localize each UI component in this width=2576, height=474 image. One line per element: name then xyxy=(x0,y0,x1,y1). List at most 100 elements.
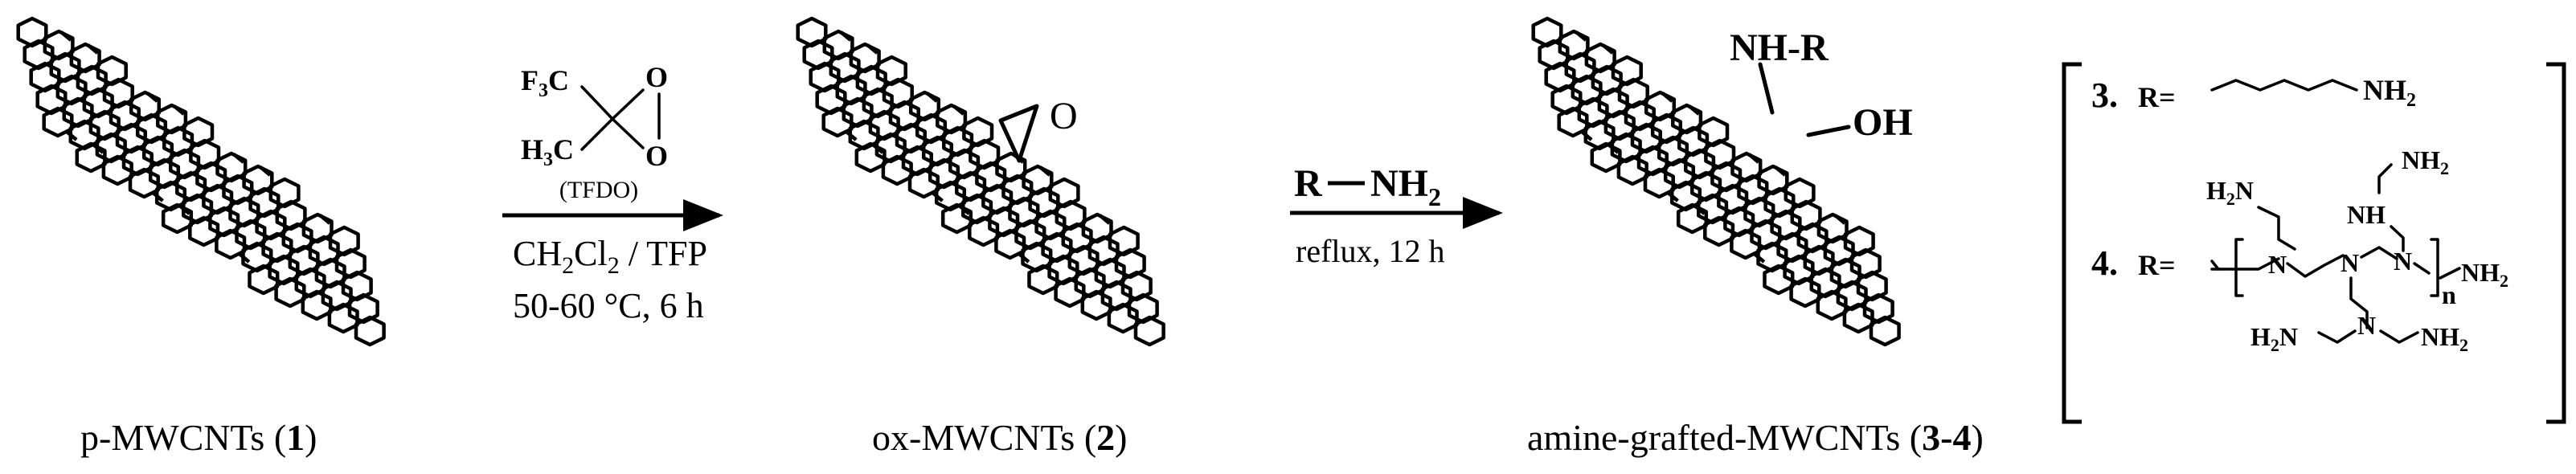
terminal-bond xyxy=(59,31,72,42)
terminal-bond xyxy=(926,92,939,103)
lattice-ring xyxy=(301,289,333,321)
caption-amine-mwcnts: amine-grafted-MWCNTs (3-4) xyxy=(1527,417,1984,458)
terminal-bond xyxy=(1018,252,1030,264)
tfdo-f-atom: F xyxy=(521,64,539,96)
svg-text:N: N xyxy=(2394,247,2412,276)
lattice-ring xyxy=(1789,276,1821,309)
terminal-bond xyxy=(238,252,251,264)
step1-solvent: CH2Cl2 / TFP xyxy=(513,234,707,279)
terminal-bond xyxy=(871,143,884,154)
svg-text:H2N: H2N xyxy=(2206,176,2254,209)
terminal-bond xyxy=(932,191,944,202)
lattice-ring xyxy=(1107,302,1139,334)
terminal-bond xyxy=(1580,130,1593,141)
tfdo-f-sub: 3 xyxy=(539,80,548,101)
terminal-bond xyxy=(86,43,99,55)
lattice-ring xyxy=(994,228,1026,260)
caption-ox-mwcnts: ox-MWCNTs (2) xyxy=(872,417,1127,458)
lattice-ring xyxy=(248,264,280,296)
lattice-ring xyxy=(881,154,913,186)
caption-p-mwcnts: p-MWCNTs (1) xyxy=(80,417,317,458)
terminal-bond xyxy=(1038,165,1051,177)
right-bracket xyxy=(2546,62,2566,424)
lattice-ring xyxy=(188,215,220,247)
terminal-bond xyxy=(1098,214,1111,225)
terminal-bond xyxy=(318,214,331,225)
lattice-ring xyxy=(1027,264,1059,296)
terminal-bond xyxy=(1747,153,1760,164)
svg-text:n: n xyxy=(2442,280,2456,309)
terminal-bond xyxy=(92,143,104,154)
lattice-ring xyxy=(128,167,160,199)
svg-text:NH2: NH2 xyxy=(2363,74,2416,111)
svg-text:NH2: NH2 xyxy=(1370,162,1441,211)
lattice-ring xyxy=(1763,264,1795,296)
svg-text:F3C: F3C xyxy=(521,64,569,101)
terminal-bond xyxy=(866,43,878,55)
terminal-bond xyxy=(952,104,965,116)
lattice-ring xyxy=(1557,106,1589,138)
terminal-bond xyxy=(1661,92,1674,103)
terminal-bond xyxy=(1667,191,1679,202)
tfdo-c2-atom: C xyxy=(553,133,574,165)
lattice-ring xyxy=(42,106,74,138)
svg-text:NH: NH xyxy=(2347,200,2386,229)
nanotube-p-mwcnts xyxy=(16,16,386,347)
lattice-ring xyxy=(940,202,973,235)
svg-text:R=: R= xyxy=(2138,81,2176,113)
lattice-ring xyxy=(161,202,194,235)
epoxide-oxygen-label: O xyxy=(1050,95,1078,137)
lattice-ring xyxy=(968,215,1000,247)
terminal-bond xyxy=(1601,43,1614,55)
svg-text:3.: 3. xyxy=(2091,76,2118,115)
svg-text:R=: R= xyxy=(2138,249,2176,281)
terminal-bond xyxy=(839,31,852,42)
tfdo-structure: F3C H3C O O xyxy=(521,61,668,172)
svg-text:H3C: H3C xyxy=(521,133,574,170)
svg-text:N: N xyxy=(2268,250,2287,279)
terminal-bond xyxy=(173,104,186,116)
lattice-ring xyxy=(1869,315,1901,347)
svg-text:N: N xyxy=(2357,311,2376,340)
nanotube-ox-mwcnts xyxy=(796,16,1165,347)
lattice-ring xyxy=(354,315,386,347)
lattice-ring xyxy=(1643,167,1675,199)
svg-text:NH2: NH2 xyxy=(2461,258,2508,291)
terminal-bond xyxy=(1575,31,1587,42)
lattice-ring xyxy=(1590,141,1622,174)
lattice-ring xyxy=(1730,228,1762,260)
terminal-bond xyxy=(1753,252,1766,264)
svg-text:NH2: NH2 xyxy=(2421,322,2468,355)
oh-label: OH xyxy=(1853,101,1913,144)
svg-text:4.: 4. xyxy=(2091,243,2118,283)
lattice-ring xyxy=(854,141,887,174)
terminal-bond xyxy=(232,153,245,164)
terminal-bond xyxy=(178,204,191,215)
tfdo-o1-label: O xyxy=(645,61,668,93)
terminal-bond xyxy=(958,204,971,215)
terminal-bond xyxy=(1607,143,1620,154)
terminal-bond xyxy=(259,165,272,177)
lattice-ring xyxy=(821,106,854,138)
tfdo-c-atom: C xyxy=(548,64,569,96)
tfdo-name: (TFDO) xyxy=(559,177,638,203)
terminal-bond xyxy=(152,191,164,202)
step1-conditions: 50-60 °C, 6 h xyxy=(513,286,704,325)
lattice-ring xyxy=(75,141,107,174)
lattice-ring xyxy=(1616,154,1648,186)
terminal-bond xyxy=(1688,104,1701,116)
lattice-ring xyxy=(1703,215,1735,247)
tfdo-h-atom: H xyxy=(521,133,543,165)
svg-text:NH2: NH2 xyxy=(2402,145,2449,178)
left-bracket xyxy=(2062,62,2082,424)
step2-reagent: R NH2 xyxy=(1294,162,1441,211)
lattice-ring xyxy=(215,228,247,260)
lattice-ring xyxy=(907,167,940,199)
terminal-bond xyxy=(65,130,78,141)
r-group-4: 4. R= H2N NH2 NH N N N n NH2 N xyxy=(2091,145,2508,355)
terminal-bond xyxy=(1693,204,1706,215)
nh-r-label: NH-R xyxy=(1730,27,1829,69)
amine-substituents: NH-R OH xyxy=(1730,27,1913,144)
lattice-ring xyxy=(101,154,133,186)
